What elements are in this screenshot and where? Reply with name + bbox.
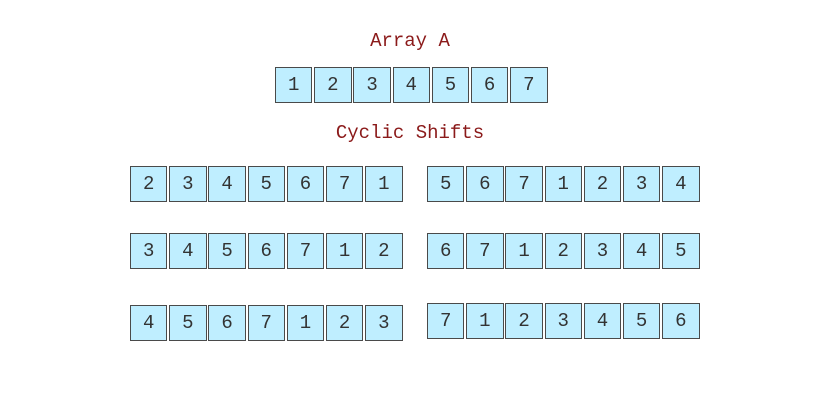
array-cell: 7 [466, 233, 504, 269]
array-cell: 1 [275, 67, 313, 103]
array-cell: 1 [544, 166, 582, 202]
array-cell: 5 [169, 305, 207, 341]
array-a-title: Array A [370, 30, 450, 52]
cyclic-shifts-title: Cyclic Shifts [335, 122, 485, 144]
array-cell: 6 [208, 305, 246, 341]
array-cell: 1 [365, 166, 403, 202]
array-cell: 3 [544, 303, 582, 339]
array-cell: 7 [427, 303, 465, 339]
array-cell: 3 [353, 67, 391, 103]
array-cell: 5 [662, 233, 700, 269]
array-cell: 4 [130, 305, 168, 341]
array-cell: 5 [247, 166, 285, 202]
array-cell: 2 [505, 303, 543, 339]
array-cell: 5 [431, 67, 470, 103]
array-cell: 6 [286, 166, 325, 202]
array-cell: 1 [505, 233, 543, 269]
array-cell: 4 [583, 303, 622, 339]
array-cell: 1 [286, 305, 325, 341]
array-cell: 3 [583, 233, 622, 269]
array-cell: 5 [427, 166, 465, 202]
array-cell: 2 [583, 166, 622, 202]
array-cell: 7 [510, 67, 548, 103]
array-cell: 6 [662, 303, 700, 339]
array-cell: 3 [169, 166, 207, 202]
array-cell: 5 [622, 303, 661, 339]
array-cell: 6 [427, 233, 465, 269]
array-cell: 4 [208, 166, 246, 202]
array-cell: 2 [365, 233, 403, 269]
array-cell: 4 [392, 67, 430, 103]
array-cell: 2 [325, 305, 364, 341]
array-cell: 2 [544, 233, 582, 269]
array-cell: 1 [325, 233, 364, 269]
array-cell: 4 [169, 233, 207, 269]
array-cell: 6 [470, 67, 509, 103]
array-cell: 2 [314, 67, 352, 103]
array-cell: 1 [466, 303, 504, 339]
array-cell: 7 [286, 233, 325, 269]
array-cell: 7 [247, 305, 285, 341]
array-cell: 6 [247, 233, 285, 269]
array-cell: 3 [130, 233, 168, 269]
array-cell: 7 [505, 166, 543, 202]
array-cell: 5 [208, 233, 246, 269]
array-cell: 6 [466, 166, 504, 202]
array-cell: 4 [662, 166, 700, 202]
array-cell: 4 [622, 233, 661, 269]
array-cell: 3 [365, 305, 403, 341]
array-cell: 3 [622, 166, 661, 202]
array-cell: 7 [325, 166, 364, 202]
array-cell: 2 [130, 166, 168, 202]
